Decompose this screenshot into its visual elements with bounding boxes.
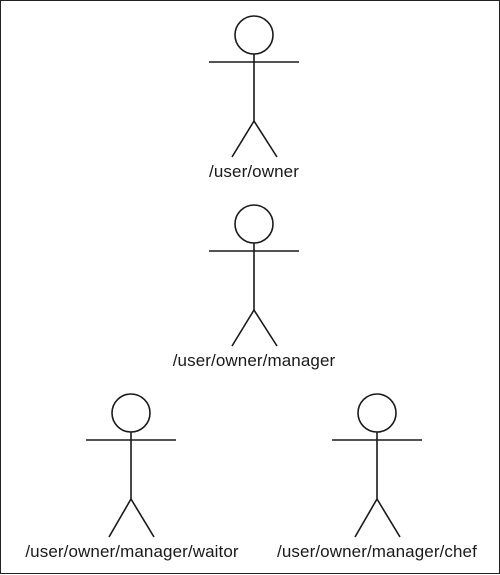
actor-chef-label: /user/owner/manager/chef — [277, 542, 477, 561]
actor-chef — [332, 393, 422, 538]
actor-manager-label: /user/owner/manager — [172, 351, 336, 370]
actor-owner-right-leg — [253, 120, 278, 158]
actor-owner-left-leg — [231, 120, 255, 158]
actor-chef-right-leg — [376, 498, 401, 538]
actor-waitor — [86, 393, 176, 538]
actor-manager-left-leg — [231, 309, 255, 347]
actor-owner — [209, 15, 299, 158]
actor-waitor-label: /user/owner/manager/waitor — [25, 542, 239, 561]
actor-chef-head — [357, 393, 397, 433]
actor-manager — [209, 204, 299, 347]
actor-waitor-left-leg — [108, 498, 132, 538]
actor-owner-head — [234, 15, 274, 55]
actor-manager-right-leg — [253, 309, 278, 347]
actor-waitor-right-leg — [130, 498, 155, 538]
actor-chef-left-leg — [354, 498, 378, 538]
actor-owner-label: /user/owner — [209, 162, 299, 181]
actor-manager-head — [234, 204, 274, 244]
actor-waitor-head — [111, 393, 151, 433]
